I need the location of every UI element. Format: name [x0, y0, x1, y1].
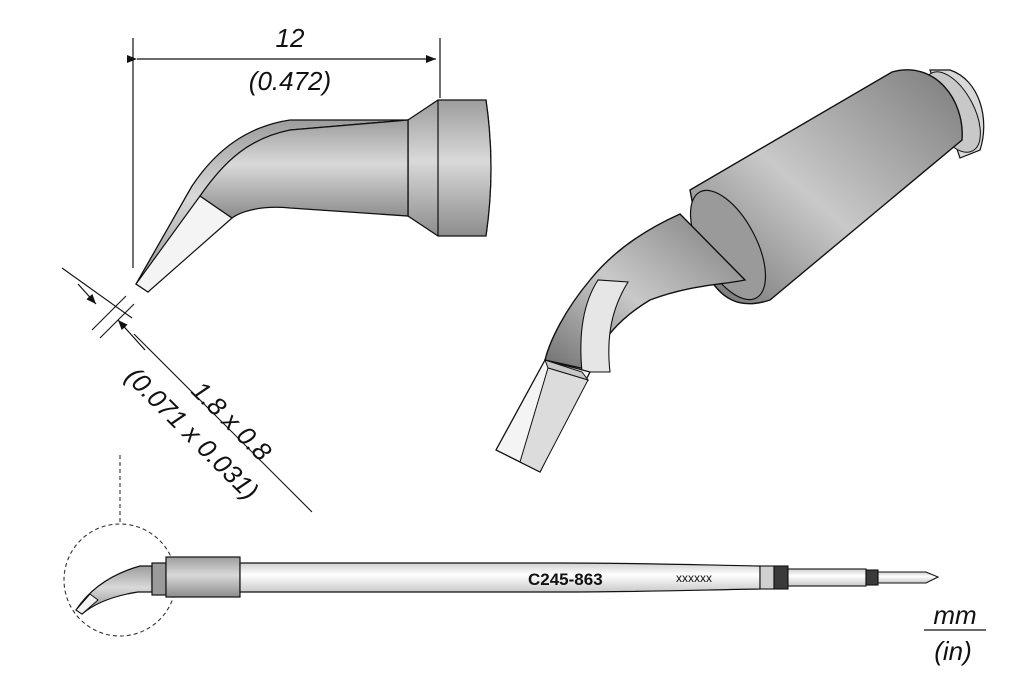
side-view: 12 (0.472)	[127, 23, 492, 293]
part-code-label: C245-863	[528, 570, 603, 589]
serial-label: xxxxxx	[676, 571, 712, 585]
side-collar	[407, 99, 492, 237]
isometric-view	[495, 69, 985, 473]
units-primary: mm	[933, 600, 976, 630]
tip-dimension: 1.8 x 0.8 (0.071 x 0.031)	[61, 267, 313, 513]
length-mm-label: 12	[276, 23, 305, 53]
units-secondary: (in)	[934, 636, 972, 666]
full-collar	[151, 562, 167, 596]
length-in-label: (0.472)	[249, 66, 331, 96]
full-length-view: C245-863 xxxxxx	[63, 455, 940, 637]
